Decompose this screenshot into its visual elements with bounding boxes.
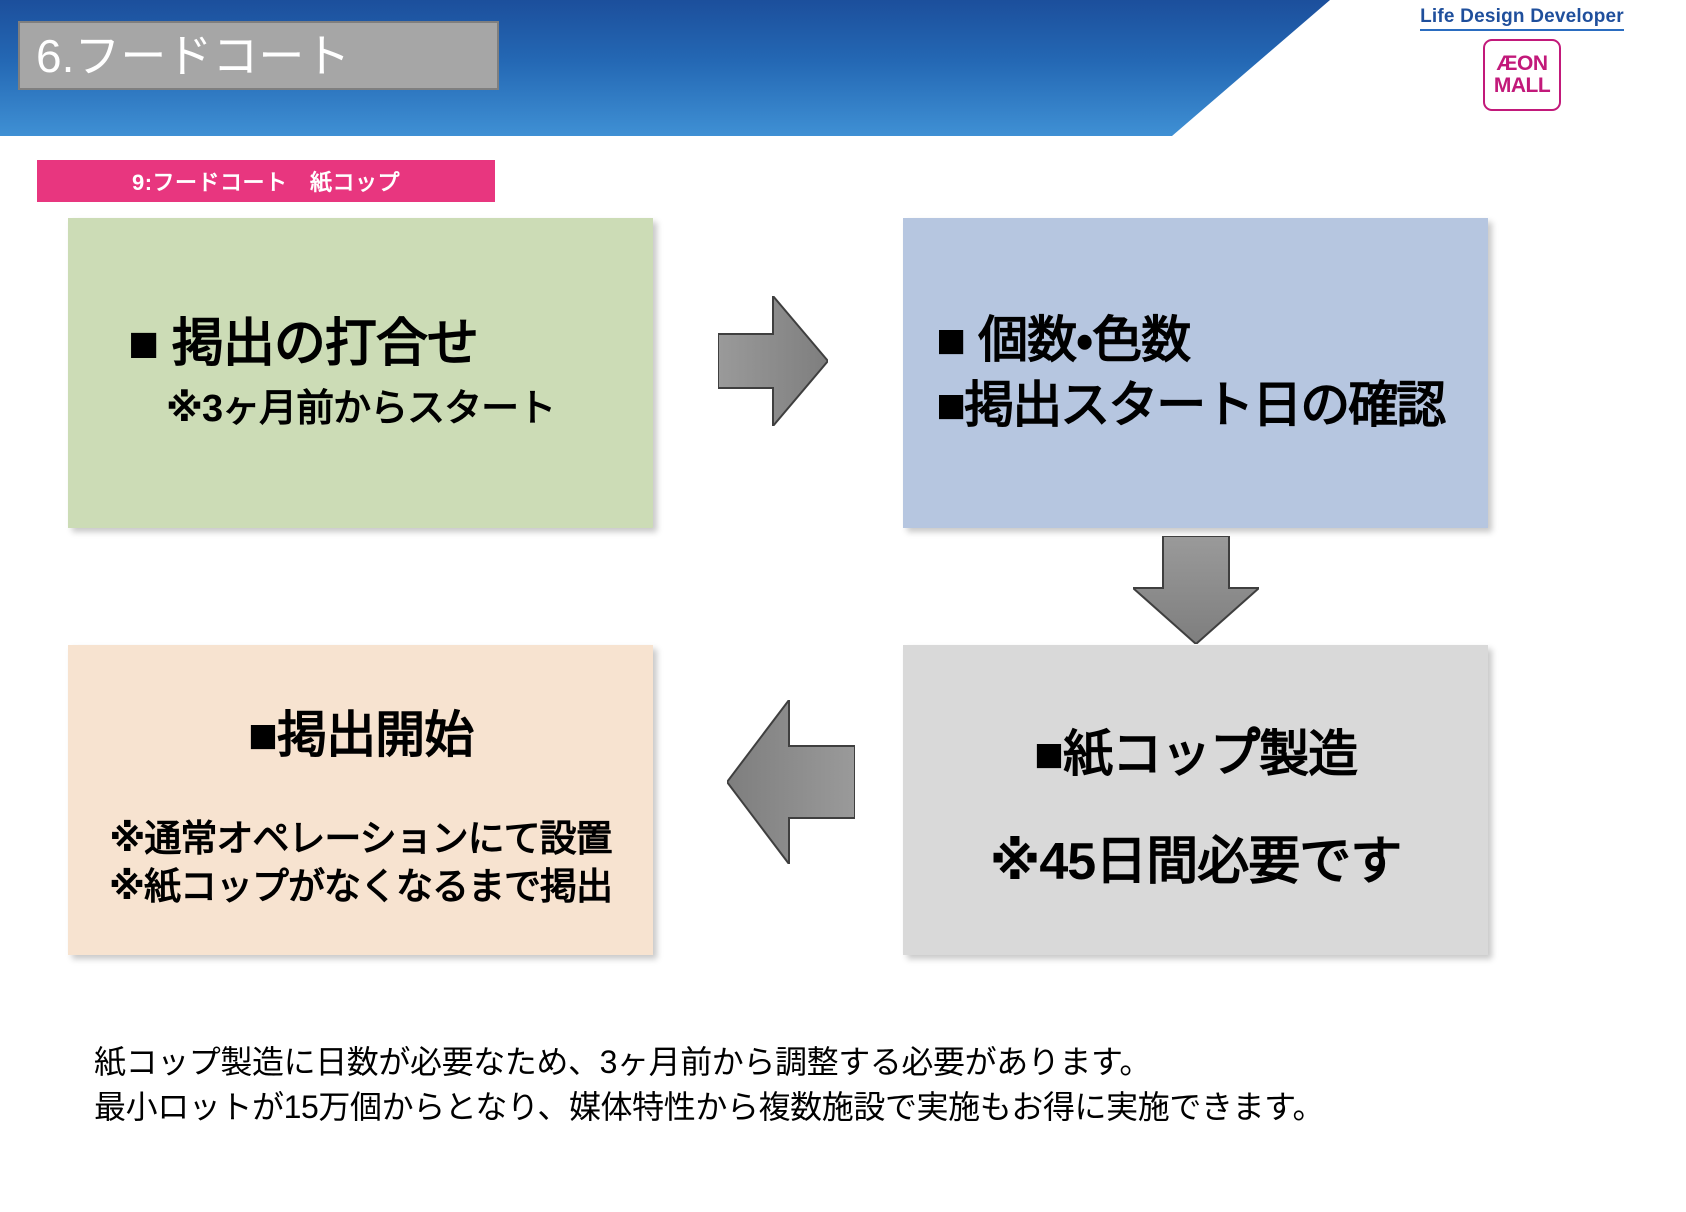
flow-step-display-start: ■掲出開始 ※通常オペレーションにて設置 ※紙コップがなくなるまで掲出 bbox=[68, 645, 653, 955]
flow-step-cup-production-note: ※45日間必要です bbox=[989, 832, 1402, 891]
flow-step-display-start-heading: ■掲出開始 bbox=[247, 706, 474, 763]
section-label-text: 9:フードコート 紙コップ bbox=[131, 170, 401, 195]
flow-step-quantity-color-line1: ■ 個数・色数 bbox=[936, 312, 1191, 368]
flow-step-meeting: ■ 掲出の打合せ ※3ヶ月前からスタート bbox=[68, 218, 653, 528]
flow-step-quantity-color: ■ 個数・色数 ■掲出スタート日の確認 bbox=[903, 218, 1488, 528]
arrow-left-icon bbox=[725, 697, 856, 867]
arrow-down-icon bbox=[1130, 535, 1262, 646]
section-label: 9:フードコート 紙コップ bbox=[37, 160, 495, 202]
flow-step-display-start-note1: ※通常オペレーションにて設置 bbox=[109, 817, 612, 859]
flow-step-cup-production: ■紙コップ゚製造 ※45日間必要です bbox=[903, 645, 1488, 955]
page-header: 6.フードコート bbox=[0, 0, 1686, 136]
flow-step-meeting-heading: ■ 掲出の打合せ bbox=[128, 314, 479, 373]
footer-note-line2: 最小ロットが15万個からとなり、媒体特性から複数施設で実施もお得に実施できます。 bbox=[94, 1089, 1325, 1126]
footer-notes: 紙コップ製造に日数が必要なため、3ヶ月前から調整する必要があります。 最小ロット… bbox=[94, 1040, 1594, 1131]
arrow-right-icon bbox=[717, 293, 830, 429]
footer-note-line1: 紙コップ製造に日数が必要なため、3ヶ月前から調整する必要があります。 bbox=[94, 1044, 1151, 1080]
aeon-logo-text: ÆON bbox=[1496, 51, 1549, 75]
mall-logo-text: MALL bbox=[1493, 74, 1551, 97]
flow-step-quantity-color-line2: ■掲出スタート日の確認 bbox=[936, 377, 1446, 433]
flow-step-meeting-note: ※3ヶ月前からスタート bbox=[166, 388, 556, 431]
aeon-mall-logo: ÆON MALL bbox=[1483, 39, 1561, 111]
brand-tagline: Life Design Developer bbox=[1420, 6, 1624, 31]
page-title-box: 6.フードコート bbox=[18, 21, 499, 90]
page-title: 6.フードコート bbox=[36, 29, 351, 82]
flow-step-display-start-note2: ※紙コップがなくなるまで掲出 bbox=[109, 865, 613, 907]
flow-step-cup-production-heading: ■紙コップ゚製造 bbox=[1033, 725, 1358, 782]
brand-block: Life Design Developer ÆON MALL bbox=[1372, 6, 1672, 111]
